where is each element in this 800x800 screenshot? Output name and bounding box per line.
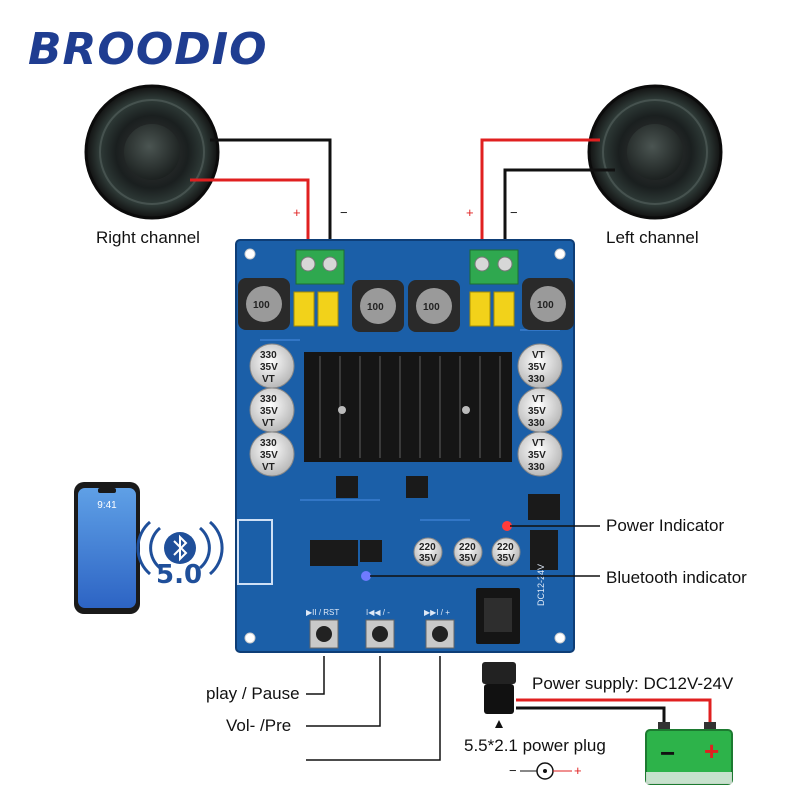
battery	[645, 722, 733, 785]
power-cable	[516, 698, 712, 728]
power-jack-board-label: DC12-24V	[536, 564, 546, 606]
play-pause-button	[309, 619, 339, 649]
play-pause-label: play / Pause	[206, 684, 300, 703]
bluetooth-version: 5.0	[156, 560, 203, 590]
right-plus-sign: +	[293, 205, 301, 220]
inductor-1: 100	[238, 278, 290, 330]
brand-logo: BROODIO	[28, 24, 268, 75]
callout-lines	[306, 525, 600, 761]
svg-text:35V: 35V	[260, 406, 278, 417]
left-speaker-wires	[480, 138, 615, 262]
ic-chips	[310, 476, 560, 570]
film-capacitors	[293, 291, 515, 327]
phone-time: 9:41	[97, 500, 117, 511]
heatsink	[304, 352, 512, 462]
svg-text:VT: VT	[532, 394, 545, 405]
plug-minus-sign: −	[509, 763, 517, 778]
bluetooth-indicator-label: Bluetooth indicator	[606, 568, 747, 587]
svg-text:35V: 35V	[497, 553, 515, 564]
power-indicator-label: Power Indicator	[606, 516, 725, 535]
svg-text:220: 220	[419, 542, 436, 553]
vol-plus-button	[425, 619, 455, 649]
svg-text:330: 330	[260, 438, 277, 449]
left-plus-sign: +	[466, 205, 474, 220]
right-speaker	[84, 84, 220, 220]
inductor-label-1: 100	[253, 300, 270, 311]
inductor-label-4: 100	[537, 300, 554, 311]
svg-text:35V: 35V	[419, 553, 437, 564]
vol-minus-button	[365, 619, 395, 649]
board-buttons	[309, 619, 455, 649]
battery-plus: +	[704, 736, 720, 766]
bluetooth-antenna	[237, 519, 273, 585]
svg-text:VT: VT	[262, 418, 275, 429]
svg-text:330: 330	[528, 374, 545, 385]
svg-text:35V: 35V	[528, 450, 546, 461]
right-speaker-wires	[190, 138, 332, 262]
inductor-label-2: 100	[367, 302, 384, 313]
power-jack	[476, 588, 520, 644]
plug-plus-sign: +	[574, 763, 582, 778]
phone	[74, 482, 140, 614]
power-plug-label: 5.5*2.1 power plug	[464, 736, 606, 755]
inductors: 100 100 100 100	[238, 278, 574, 332]
left-minus-sign: −	[510, 205, 518, 220]
svg-text:VT: VT	[262, 462, 275, 473]
inductor-2: 100	[352, 280, 404, 332]
bluetooth-indicator-led	[361, 571, 371, 581]
svg-text:220: 220	[459, 542, 476, 553]
right-channel-label: Right channel	[96, 228, 200, 247]
vol-pre-label: Vol- /Pre	[226, 716, 292, 735]
power-indicator-led	[502, 521, 512, 531]
bluetooth-icon	[136, 520, 224, 576]
svg-text:35V: 35V	[459, 553, 477, 564]
button-label-3: ▶▶I / +	[424, 608, 450, 617]
battery-minus: −	[660, 738, 676, 768]
svg-text:330: 330	[260, 394, 277, 405]
left-channel-label: Left channel	[606, 228, 699, 247]
button-label-2: I◀◀ / -	[366, 608, 390, 617]
left-speaker	[587, 84, 723, 220]
left-terminal-block	[469, 249, 519, 285]
svg-text:35V: 35V	[528, 362, 546, 373]
svg-text:330: 330	[260, 350, 277, 361]
svg-text:35V: 35V	[260, 362, 278, 373]
svg-text:330: 330	[528, 462, 545, 473]
svg-text:220: 220	[497, 542, 514, 553]
right-terminal-block	[295, 249, 345, 285]
power-supply-label: Power supply: DC12V-24V	[532, 674, 734, 693]
inductor-label-3: 100	[423, 302, 440, 313]
inductor-3: 100	[408, 280, 460, 332]
inductor-4: 100	[522, 278, 574, 330]
right-minus-sign: −	[340, 205, 348, 220]
power-plug	[482, 662, 516, 728]
svg-text:VT: VT	[262, 374, 275, 385]
svg-text:VT: VT	[532, 438, 545, 449]
svg-text:35V: 35V	[528, 406, 546, 417]
button-label-1: ▶II / RST	[306, 608, 340, 617]
svg-text:VT: VT	[532, 350, 545, 361]
svg-text:35V: 35V	[260, 450, 278, 461]
plug-polarity-symbol	[520, 762, 572, 780]
svg-text:330: 330	[528, 418, 545, 429]
